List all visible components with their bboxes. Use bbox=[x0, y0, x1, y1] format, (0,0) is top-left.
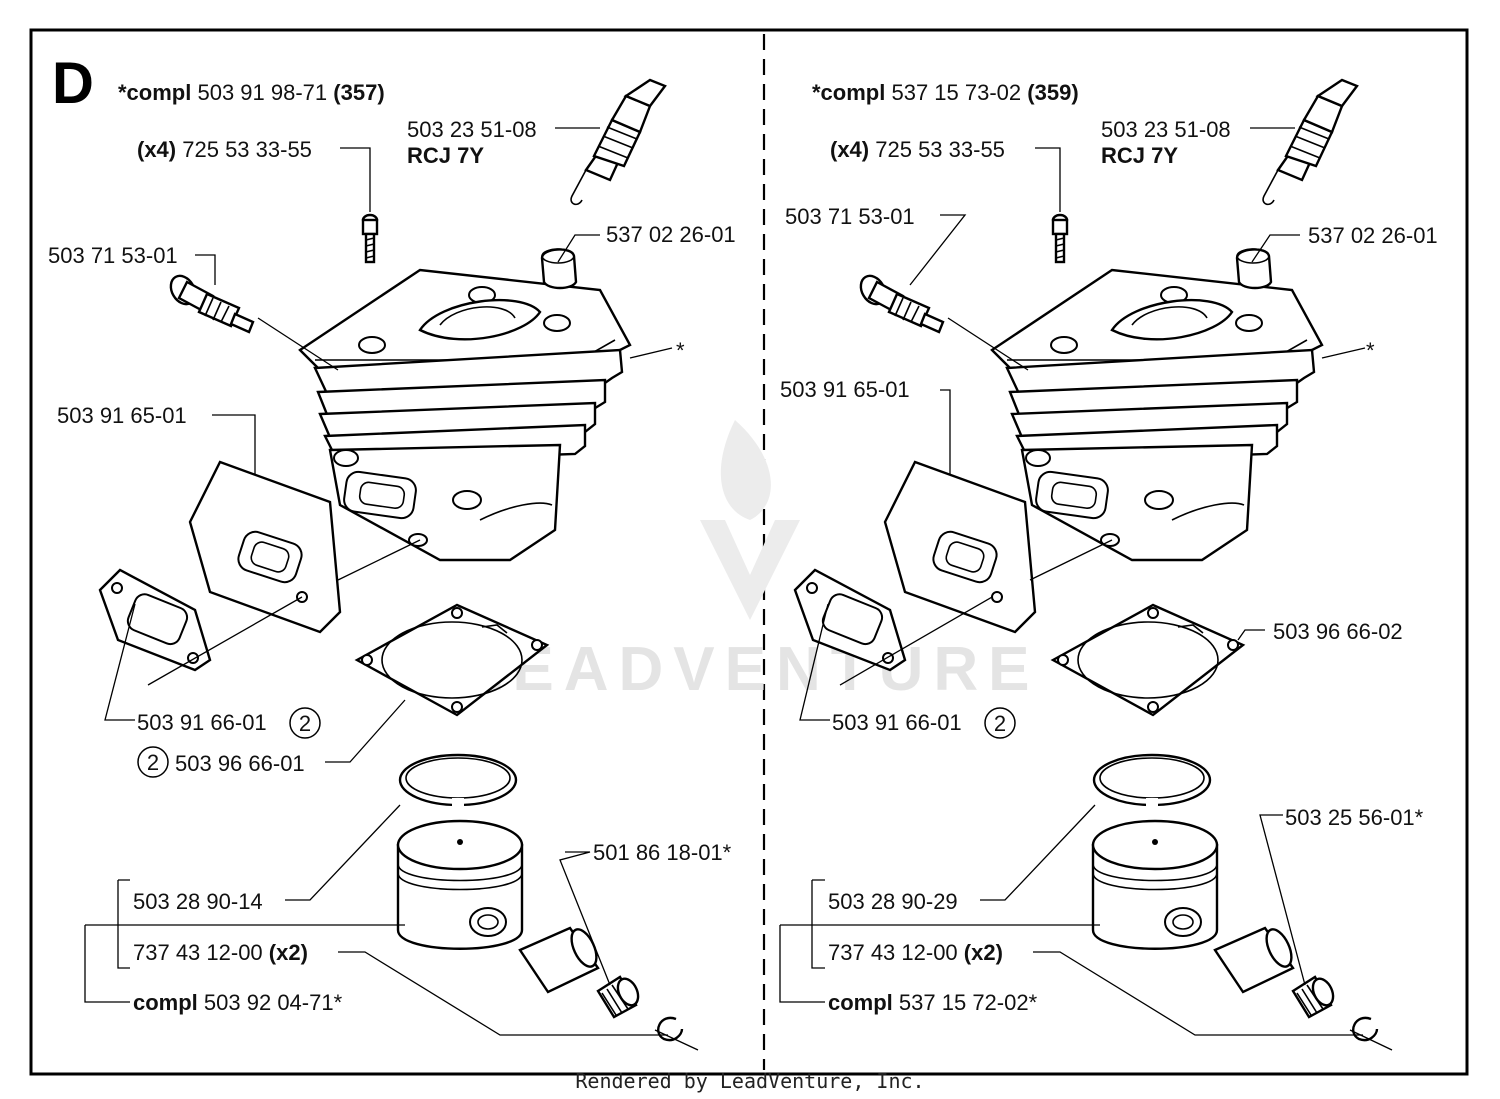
left-spark-plug bbox=[569, 78, 667, 206]
right-decomp-valve bbox=[854, 270, 945, 334]
left-needle-bearing bbox=[596, 974, 644, 1019]
footer-credit: Rendered by LeadVenture, Inc. bbox=[575, 1069, 924, 1093]
right-kit-label: *compl 537 15 73-02 (359) bbox=[812, 80, 1079, 105]
right-needle-bearing bbox=[1291, 974, 1339, 1019]
left-kit-label: *compl 503 91 98-71 (357) bbox=[118, 80, 385, 105]
right-piston bbox=[1091, 819, 1219, 950]
right-screw-qty: (x4) bbox=[830, 137, 869, 162]
right-panel: *compl 537 15 73-02 (359) 503 23 51-08 R… bbox=[779, 78, 1438, 1051]
diagram-frame bbox=[29, 28, 1469, 1076]
left-base-gasket-ref: 2 bbox=[137, 746, 169, 778]
right-decomp-valve-label: 503 71 53-01 bbox=[785, 204, 915, 229]
right-exhaust-gasket-label: 503 91 66-01 bbox=[832, 710, 962, 735]
right-spark-plug-number: 503 23 51-08 bbox=[1101, 117, 1231, 142]
left-cap bbox=[540, 247, 578, 290]
right-piston-ring bbox=[1092, 753, 1212, 810]
svg-text:2: 2 bbox=[147, 750, 159, 775]
right-spark-plug bbox=[1261, 78, 1359, 206]
left-screw-number: 725 53 33-55 bbox=[182, 137, 312, 162]
left-kit-number: 503 91 98-71 bbox=[197, 80, 327, 105]
right-plate-label: 503 91 65-01 bbox=[780, 377, 910, 402]
right-kit-number: 537 15 73-02 bbox=[891, 80, 1021, 105]
left-cylinder bbox=[298, 268, 632, 562]
watermark-text: LEADVENTURE bbox=[464, 635, 1039, 704]
left-decomp-valve-label: 503 71 53-01 bbox=[48, 243, 178, 268]
right-cap bbox=[1235, 247, 1273, 290]
left-cap-label: 537 02 26-01 bbox=[606, 222, 736, 247]
left-circlip-number: 737 43 12-00 bbox=[133, 940, 263, 965]
right-piston-label: compl 537 15 72-02* bbox=[828, 990, 1038, 1015]
left-screw bbox=[361, 213, 379, 264]
left-spark-plug-number: 503 23 51-08 bbox=[407, 117, 537, 142]
right-spark-plug-type: RCJ 7Y bbox=[1101, 143, 1178, 168]
left-exhaust-gasket bbox=[98, 568, 212, 672]
right-piston-prefix: compl bbox=[828, 990, 893, 1015]
left-kit-prefix: *compl bbox=[118, 80, 191, 105]
left-cylinder-star: * bbox=[676, 338, 685, 363]
left-bearing-label: 501 86 18-01* bbox=[593, 840, 732, 865]
left-screw-label: (x4) 725 53 33-55 bbox=[137, 137, 312, 162]
right-piston-pin bbox=[1213, 924, 1298, 994]
left-circlip-label: 737 43 12-00 (x2) bbox=[133, 940, 308, 965]
svg-text:2: 2 bbox=[299, 711, 311, 736]
left-screw-qty: (x4) bbox=[137, 137, 176, 162]
svg-text:2: 2 bbox=[994, 711, 1006, 736]
right-screw bbox=[1051, 213, 1069, 264]
left-plate bbox=[188, 460, 342, 634]
right-base-gasket bbox=[1051, 603, 1245, 717]
left-exhaust-gasket-ref: 2 bbox=[289, 707, 321, 739]
right-bearing-label: 503 25 56-01* bbox=[1285, 805, 1424, 830]
right-kit-prefix: *compl bbox=[812, 80, 885, 105]
left-spark-plug-type: RCJ 7Y bbox=[407, 143, 484, 168]
left-piston-ring-label: 503 28 90-14 bbox=[133, 889, 263, 914]
right-exhaust-gasket-ref: 2 bbox=[984, 707, 1016, 739]
left-panel: *compl 503 91 98-71 (357) 503 23 51-08 R… bbox=[48, 78, 736, 1051]
right-kit-model: (359) bbox=[1027, 80, 1078, 105]
left-plate-label: 503 91 65-01 bbox=[57, 403, 187, 428]
left-exhaust-gasket-label: 503 91 66-01 bbox=[137, 710, 267, 735]
left-piston-number: 503 92 04-71* bbox=[204, 990, 343, 1015]
right-circlip-number: 737 43 12-00 bbox=[828, 940, 958, 965]
right-cap-label: 537 02 26-01 bbox=[1308, 223, 1438, 248]
leadventure-watermark: LEADVENTURE bbox=[464, 420, 1039, 704]
right-circlip-qty: (x2) bbox=[964, 940, 1003, 965]
left-piston bbox=[396, 819, 524, 950]
right-piston-number: 537 15 72-02* bbox=[899, 990, 1038, 1015]
right-plate bbox=[883, 460, 1037, 634]
left-circlip-qty: (x2) bbox=[269, 940, 308, 965]
right-screw-number: 725 53 33-55 bbox=[875, 137, 1005, 162]
right-piston-ring-label: 503 28 90-29 bbox=[828, 889, 958, 914]
right-cylinder bbox=[990, 268, 1324, 562]
section-letter: D bbox=[52, 51, 94, 116]
right-base-gasket-label: 503 96 66-02 bbox=[1273, 619, 1403, 644]
left-decomp-valve bbox=[164, 270, 255, 334]
right-leader-lines bbox=[779, 127, 1393, 1051]
left-piston-label: compl 503 92 04-71* bbox=[133, 990, 343, 1015]
left-base-gasket-label: 503 96 66-01 bbox=[175, 751, 305, 776]
right-cylinder-star: * bbox=[1366, 338, 1375, 363]
right-screw-label: (x4) 725 53 33-55 bbox=[830, 137, 1005, 162]
left-piston-ring bbox=[398, 753, 518, 810]
left-piston-prefix: compl bbox=[133, 990, 198, 1015]
left-piston-pin bbox=[518, 924, 603, 994]
left-leader-lines bbox=[84, 127, 699, 1051]
left-kit-model: (357) bbox=[333, 80, 384, 105]
right-circlip-label: 737 43 12-00 (x2) bbox=[828, 940, 1003, 965]
